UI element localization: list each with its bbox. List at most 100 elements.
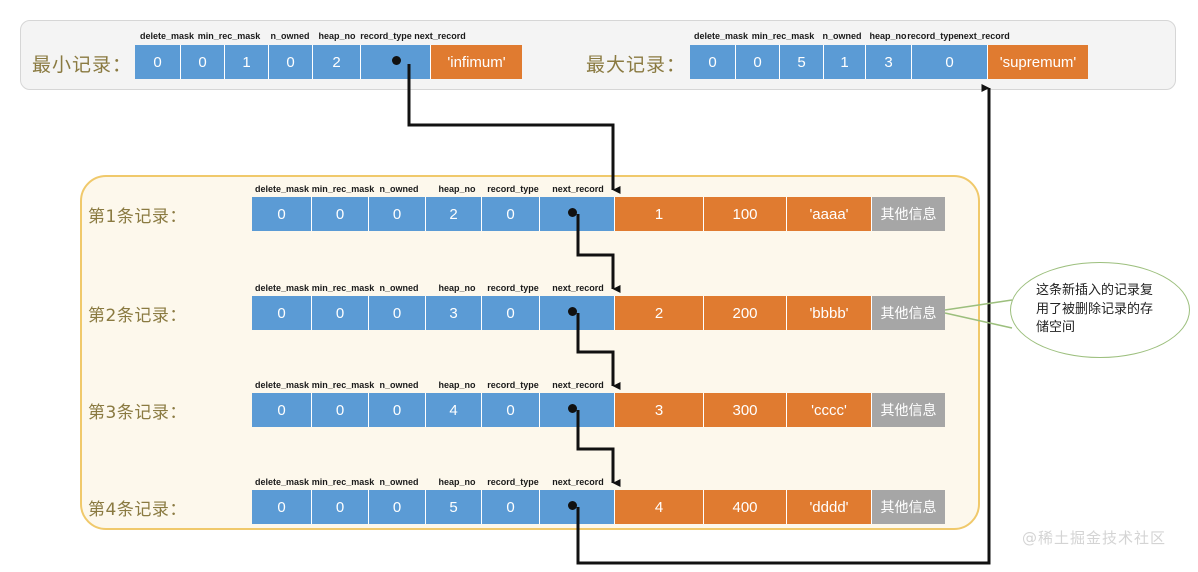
rec4-cell-delete-mask: 0 [252, 490, 312, 524]
rec3-col-1: 300 [704, 393, 787, 427]
cell-min-rec-mask-max: 0 [736, 45, 780, 79]
field-header-next-record-max: next_record [958, 31, 1010, 41]
rec1-other-info: 其他信息 [872, 197, 945, 231]
min-record-label: 最小记录： [32, 54, 133, 76]
max-record-label: 最大记录： [586, 54, 687, 76]
rec4-other-info: 其他信息 [872, 490, 945, 524]
record-1-label: 第1条记录： [88, 207, 187, 227]
record-row-3: 0 0 0 4 0 3 300 'cccc' 其他信息 [252, 393, 945, 427]
rec4-header-heap-no: heap_no [438, 477, 476, 487]
rec2-cell-heap-no: 3 [426, 296, 482, 330]
record-strip-max: 0 0 5 1 3 0 'supremum' [690, 45, 1088, 79]
rec1-cell-next-record [540, 197, 615, 231]
rec2-header-next-record: next_record [552, 283, 604, 293]
rec3-header-min-rec-mask: min_rec_mask [311, 380, 375, 390]
rec4-col-2: 'dddd' [787, 490, 872, 524]
next-record-dot [392, 56, 401, 65]
cell-heap-no-max: 1 [824, 45, 866, 79]
rec3-cell-record-type: 0 [482, 393, 540, 427]
record-3-label: 第3条记录： [88, 403, 187, 423]
rec2-header-delete-mask: delete_mask [254, 283, 310, 293]
rec2-next-record-dot [568, 307, 577, 316]
rec3-cell-delete-mask: 0 [252, 393, 312, 427]
rec1-cell-min-rec-mask: 0 [312, 197, 369, 231]
rec3-cell-next-record [540, 393, 615, 427]
cell-payload-supremum: 'supremum' [988, 45, 1088, 79]
rec2-col-1: 200 [704, 296, 787, 330]
rec2-cell-min-rec-mask: 0 [312, 296, 369, 330]
rec4-next-record-dot [568, 501, 577, 510]
rec2-header-record-type: record_type [487, 283, 539, 293]
rec3-header-record-type: record_type [487, 380, 539, 390]
record-4-label: 第4条记录： [88, 500, 187, 520]
rec2-cell-next-record [540, 296, 615, 330]
rec4-header-next-record: next_record [552, 477, 604, 487]
rec1-header-min-rec-mask: min_rec_mask [311, 184, 375, 194]
field-header-delete-mask-max: delete_mask [693, 31, 749, 41]
rec3-header-next-record: next_record [552, 380, 604, 390]
rec4-cell-next-record [540, 490, 615, 524]
field-header-heap-no-max: heap_no [869, 31, 907, 41]
rec3-header-delete-mask: delete_mask [254, 380, 310, 390]
rec3-header-heap-no: heap_no [438, 380, 476, 390]
field-header-min-rec-mask: min_rec_mask [197, 31, 261, 41]
rec1-cell-delete-mask: 0 [252, 197, 312, 231]
rec1-cell-record-type: 0 [482, 197, 540, 231]
rec2-cell-record-type: 0 [482, 296, 540, 330]
rec4-cell-n-owned: 0 [369, 490, 426, 524]
field-header-n-owned: n_owned [270, 31, 310, 41]
field-header-record-type-max: record_type [907, 31, 959, 41]
field-header-min-rec-mask-max: min_rec_mask [751, 31, 815, 41]
field-header-heap-no: heap_no [318, 31, 356, 41]
rec3-cell-heap-no: 4 [426, 393, 482, 427]
rec2-cell-delete-mask: 0 [252, 296, 312, 330]
callout-bubble: 这条新插入的记录复用了被删除记录的存储空间 [1010, 262, 1190, 358]
cell-next-record-max: 0 [912, 45, 988, 79]
rec2-cell-n-owned: 0 [369, 296, 426, 330]
rec2-col-2: 'bbbb' [787, 296, 872, 330]
field-header-n-owned-max: n_owned [822, 31, 862, 41]
rec2-other-info: 其他信息 [872, 296, 945, 330]
rec2-header-heap-no: heap_no [438, 283, 476, 293]
record-row-1: 0 0 0 2 0 1 100 'aaaa' 其他信息 [252, 197, 945, 231]
rec3-col-0: 3 [615, 393, 704, 427]
field-header-record-type: record_type [360, 31, 412, 41]
rec4-cell-min-rec-mask: 0 [312, 490, 369, 524]
rec4-header-n-owned: n_owned [379, 477, 419, 487]
record-row-4: 0 0 0 5 0 4 400 'dddd' 其他信息 [252, 490, 945, 524]
cell-min-rec-mask: 0 [181, 45, 225, 79]
rec2-header-n-owned: n_owned [379, 283, 419, 293]
rec1-next-record-dot [568, 208, 577, 217]
rec4-header-min-rec-mask: min_rec_mask [311, 477, 375, 487]
rec4-col-0: 4 [615, 490, 704, 524]
cell-delete-mask: 0 [135, 45, 181, 79]
rec3-other-info: 其他信息 [872, 393, 945, 427]
cell-n-owned-max: 5 [780, 45, 824, 79]
rec3-col-2: 'cccc' [787, 393, 872, 427]
cell-record-type: 2 [313, 45, 361, 79]
rec3-header-n-owned: n_owned [379, 380, 419, 390]
cell-heap-no: 0 [269, 45, 313, 79]
record-row-2: 0 0 0 3 0 2 200 'bbbb' 其他信息 [252, 296, 945, 330]
rec1-col-1: 100 [704, 197, 787, 231]
rec1-header-n-owned: n_owned [379, 184, 419, 194]
record-strip-min: 0 0 1 0 2 'infimum' [135, 45, 522, 79]
cell-next-record [361, 45, 431, 79]
cell-delete-mask-max: 0 [690, 45, 736, 79]
rec3-cell-min-rec-mask: 0 [312, 393, 369, 427]
rec1-cell-n-owned: 0 [369, 197, 426, 231]
rec1-header-delete-mask: delete_mask [254, 184, 310, 194]
rec1-header-next-record: next_record [552, 184, 604, 194]
rec4-header-record-type: record_type [487, 477, 539, 487]
rec4-col-1: 400 [704, 490, 787, 524]
rec2-header-min-rec-mask: min_rec_mask [311, 283, 375, 293]
cell-n-owned: 1 [225, 45, 269, 79]
rec3-cell-n-owned: 0 [369, 393, 426, 427]
rec4-cell-heap-no: 5 [426, 490, 482, 524]
rec4-cell-record-type: 0 [482, 490, 540, 524]
field-header-next-record: next_record [414, 31, 466, 41]
cell-record-type-max: 3 [866, 45, 912, 79]
callout-text: 这条新插入的记录复用了被删除记录的存储空间 [1036, 282, 1154, 336]
rec1-cell-heap-no: 2 [426, 197, 482, 231]
